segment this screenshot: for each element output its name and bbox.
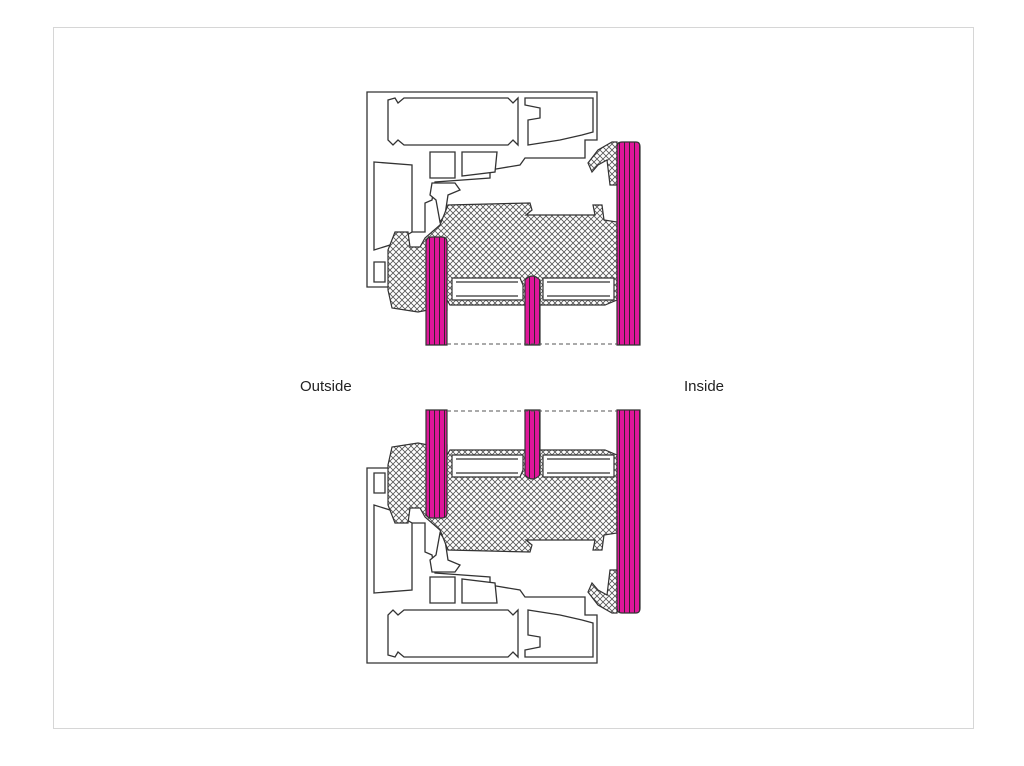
bottom-section-profile — [366, 409, 641, 664]
inside-label: Inside — [684, 378, 725, 395]
diagram-frame — [53, 27, 974, 729]
outside-label: Outside — [300, 378, 352, 395]
top-section-profile — [366, 91, 641, 346]
